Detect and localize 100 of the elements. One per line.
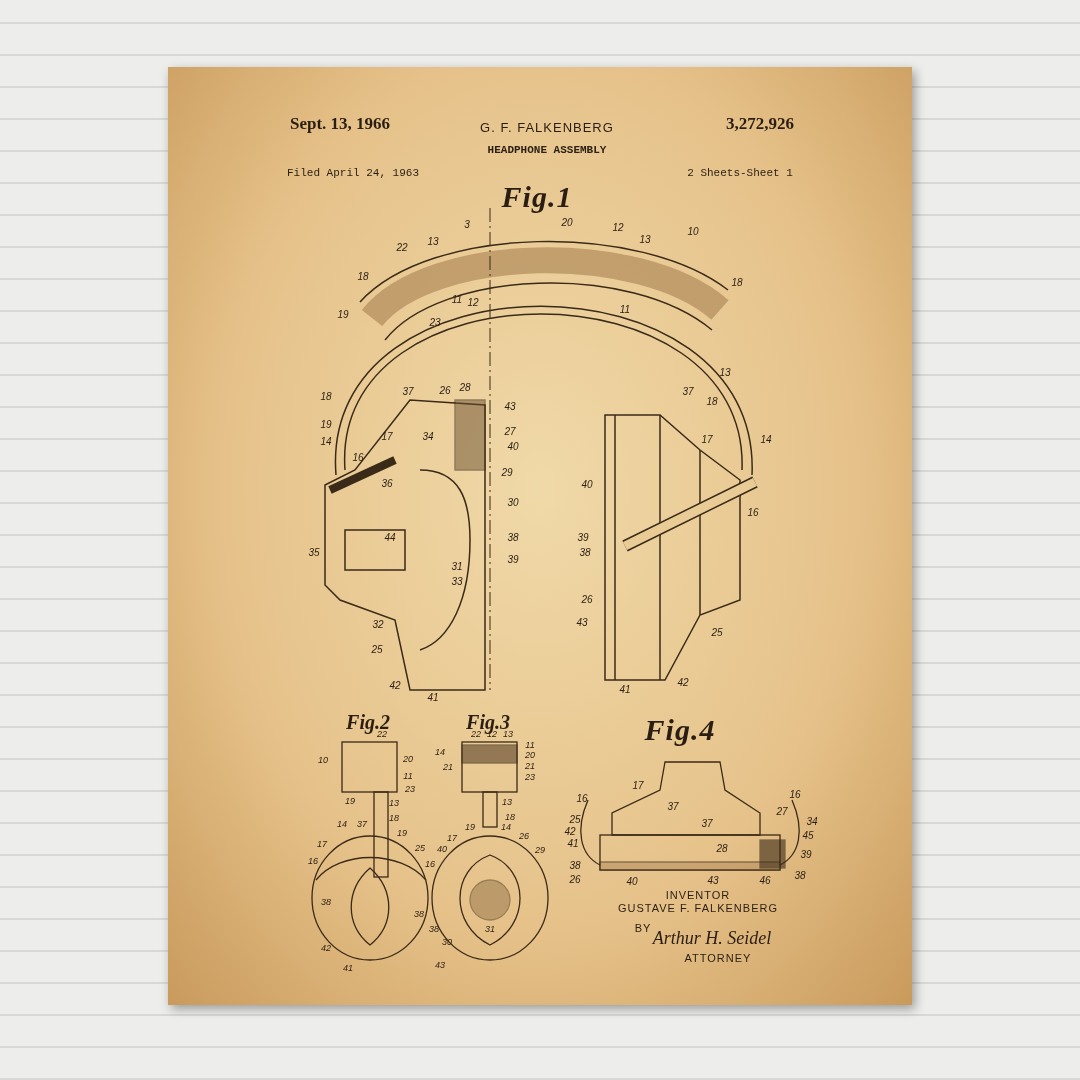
callout-number: 43: [504, 402, 516, 412]
callout-number: 18: [706, 397, 718, 407]
callout-number: 37: [682, 387, 694, 397]
callout-number: 19: [345, 796, 355, 806]
callout-number: 25: [415, 843, 425, 853]
callout-number: 37: [402, 387, 414, 397]
callout-number: 23: [429, 318, 441, 328]
callout-number: 12: [612, 223, 624, 233]
callout-number: 30: [507, 498, 519, 508]
callout-number: 12: [467, 298, 479, 308]
callout-number: 16: [747, 508, 759, 518]
callout-number: 19: [465, 822, 475, 832]
callout-number: 29: [535, 845, 545, 855]
callout-number: 39: [577, 533, 589, 543]
callout-number: 25: [371, 645, 383, 655]
callout-number: 16: [308, 856, 318, 866]
callout-number: 41: [343, 963, 353, 973]
callout-number: 16: [352, 453, 364, 463]
callout-number: 11: [619, 305, 631, 315]
callout-number: 43: [707, 876, 719, 886]
callout-number: 27: [504, 427, 516, 437]
callout-number: 37: [701, 819, 713, 829]
callout-number: 17: [381, 432, 393, 442]
callout-number: 11: [403, 771, 413, 781]
callout-number: 40: [437, 844, 447, 854]
callout-number: 38: [794, 871, 806, 881]
signature: Arthur H. Seidel: [652, 929, 772, 947]
callout-number: 3: [464, 220, 470, 230]
callout-number: 18: [505, 812, 515, 822]
callout-number: 26: [439, 386, 451, 396]
callout-number: 28: [459, 383, 471, 393]
figure-label: Fig.4: [644, 715, 716, 745]
callout-number: 37: [667, 802, 679, 812]
callout-number: 31: [485, 924, 495, 934]
callout-number: 14: [337, 819, 347, 829]
callout-number: 16: [789, 790, 801, 800]
callout-number: 46: [759, 876, 771, 886]
sheet-number: 2 Sheets-Sheet 1: [687, 167, 793, 179]
callout-number: 34: [422, 432, 434, 442]
title: HEADPHONE ASSEMBLY: [487, 144, 607, 156]
callout-number: 13: [389, 798, 399, 808]
callout-number: 14: [435, 747, 445, 757]
callout-number: 37: [357, 819, 367, 829]
callout-number: 42: [321, 943, 331, 953]
callout-number: 39: [800, 850, 812, 860]
callout-number: 26: [519, 831, 529, 841]
callout-number: 41: [567, 839, 579, 849]
callout-number: 35: [308, 548, 320, 558]
callout-number: 38: [569, 861, 581, 871]
callout-number: 20: [403, 754, 413, 764]
callout-number: 38: [414, 909, 424, 919]
callout-number: 21: [443, 762, 453, 772]
callout-number: 14: [320, 437, 332, 447]
callout-number: 39: [507, 555, 519, 565]
callout-number: 25: [711, 628, 723, 638]
inventor-label: INVENTOR: [665, 889, 731, 901]
callout-number: 41: [619, 685, 631, 695]
callout-number: 19: [320, 420, 332, 430]
callout-number: 40: [581, 480, 593, 490]
figure-label: Fig.3: [466, 712, 510, 732]
patent-date: Sept. 13, 1966: [289, 114, 391, 132]
callout-number: 25: [569, 815, 581, 825]
callout-number: 18: [357, 272, 369, 282]
figure-label: Fig.2: [346, 712, 390, 732]
callout-number: 40: [626, 877, 638, 887]
callout-number: 40: [507, 442, 519, 452]
callout-number: 41: [427, 693, 439, 703]
callout-number: 13: [427, 237, 439, 247]
callout-number: 38: [579, 548, 591, 558]
callout-number: 29: [501, 468, 513, 478]
callout-number: 17: [701, 435, 713, 445]
callout-number: 44: [384, 533, 396, 543]
callout-number: 18: [389, 813, 399, 823]
callout-number: 33: [451, 577, 463, 587]
callout-number: 13: [719, 368, 731, 378]
callout-number: 17: [447, 833, 457, 843]
callout-number: 23: [525, 772, 535, 782]
callout-number: 32: [372, 620, 384, 630]
callout-number: 19: [337, 310, 349, 320]
callout-number: 17: [317, 839, 327, 849]
callout-number: 11: [451, 295, 463, 305]
callout-number: 16: [425, 859, 435, 869]
inventor-name: GUSTAVE F. FALKENBERG: [618, 902, 778, 914]
callout-number: 27: [776, 807, 788, 817]
callout-number: 26: [569, 875, 581, 885]
inventor-header: G. F. FALKENBERG: [480, 120, 614, 134]
callout-number: 20: [561, 218, 573, 228]
callout-number: 18: [320, 392, 332, 402]
callout-number: 38: [429, 924, 439, 934]
callout-number: 42: [564, 827, 576, 837]
callout-number: 43: [576, 618, 588, 628]
callout-number: 18: [731, 278, 743, 288]
callout-number: 28: [716, 844, 728, 854]
callout-number: 36: [381, 479, 393, 489]
callout-number: 13: [502, 797, 512, 807]
callout-number: 11: [525, 740, 535, 750]
callout-number: 43: [435, 960, 445, 970]
callout-number: 26: [581, 595, 593, 605]
callout-number: 42: [389, 681, 401, 691]
patent-number: 3,272,926: [726, 114, 794, 132]
